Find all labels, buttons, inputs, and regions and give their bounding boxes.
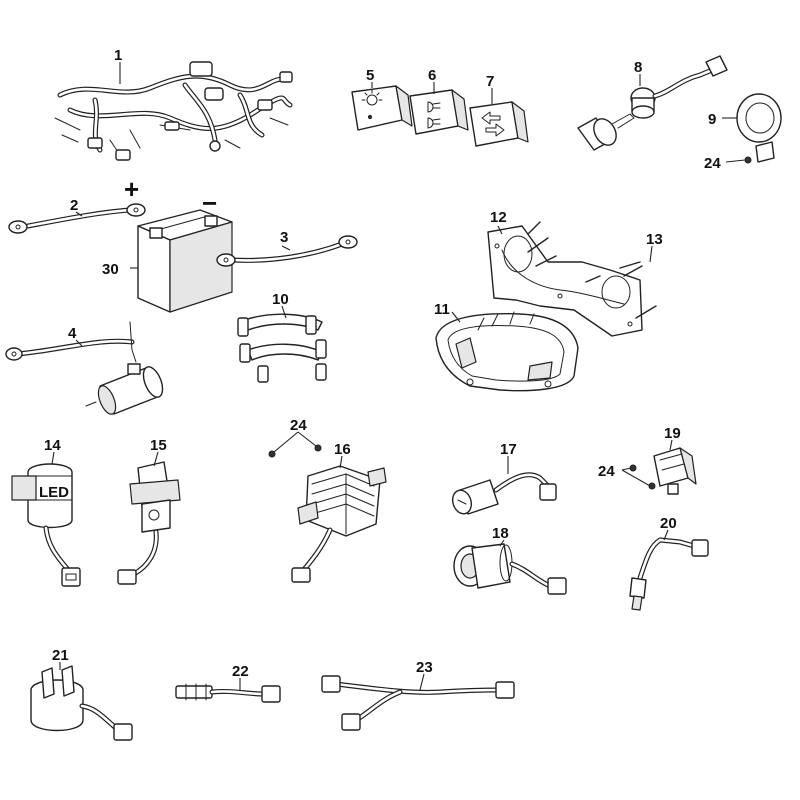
callout-19: 19 [664, 425, 681, 442]
power-socket-part [451, 472, 557, 515]
starter-motor-part [85, 363, 164, 415]
callout-21: 21 [52, 647, 69, 664]
negative-battery-cable-part [216, 235, 358, 267]
sub-harness-part [321, 675, 515, 731]
callout-23: 23 [416, 659, 433, 676]
callout-18: 18 [492, 525, 509, 542]
callout-9: 9 [708, 111, 716, 128]
callout-30: 30 [102, 261, 119, 278]
callout-17: 17 [500, 441, 517, 458]
ignition-cover-part [736, 93, 782, 164]
callout-12: 12 [490, 209, 507, 226]
ignition-switch-part [577, 55, 728, 151]
callout-11: 11 [434, 301, 450, 318]
callout-24-ignition: 24 [704, 155, 721, 172]
callout-4: 4 [68, 325, 77, 342]
speed-sensor-part [175, 683, 281, 703]
accessory-socket-part [453, 543, 567, 595]
instrument-bracket-part [487, 221, 657, 337]
callout-6: 6 [428, 67, 436, 84]
positive-battery-cable-part [8, 203, 146, 234]
wiring-harness-part [54, 61, 293, 161]
leader-lines [51, 62, 746, 691]
led-label: LED [39, 484, 69, 501]
callout-13: 13 [646, 231, 663, 248]
callout-22: 22 [232, 663, 249, 680]
callout-15: 15 [150, 437, 167, 454]
callout-10: 10 [272, 291, 289, 308]
flasher-part [629, 447, 697, 495]
callout-1: 1 [114, 47, 122, 64]
instrument-cluster-part [435, 311, 579, 392]
callout-16: 16 [334, 441, 351, 458]
relay-part [117, 461, 181, 585]
battery-part [137, 209, 233, 313]
light-switch-part [351, 85, 413, 131]
callout-8: 8 [634, 59, 642, 76]
led-flasher-relay-part [11, 463, 81, 587]
voltage-regulator-part [268, 444, 387, 583]
callout-7: 7 [486, 73, 494, 90]
headlight-switch-part [409, 89, 469, 135]
starter-solenoid-part [30, 665, 133, 741]
callout-20: 20 [660, 515, 677, 532]
callout-24-regulator: 24 [290, 417, 307, 434]
turn-signal-switch-part [469, 101, 529, 147]
positive-terminal-symbol: + [124, 174, 139, 204]
negative-terminal-symbol: − [202, 188, 217, 218]
callout-3: 3 [280, 229, 288, 246]
battery-strap-part [237, 313, 327, 383]
callout-24-flasher: 24 [598, 463, 615, 480]
sensor-part [629, 537, 709, 611]
callout-5: 5 [366, 67, 374, 84]
callout-2: 2 [70, 197, 78, 214]
callout-14: 14 [44, 437, 61, 454]
starter-cable-part [5, 321, 137, 363]
